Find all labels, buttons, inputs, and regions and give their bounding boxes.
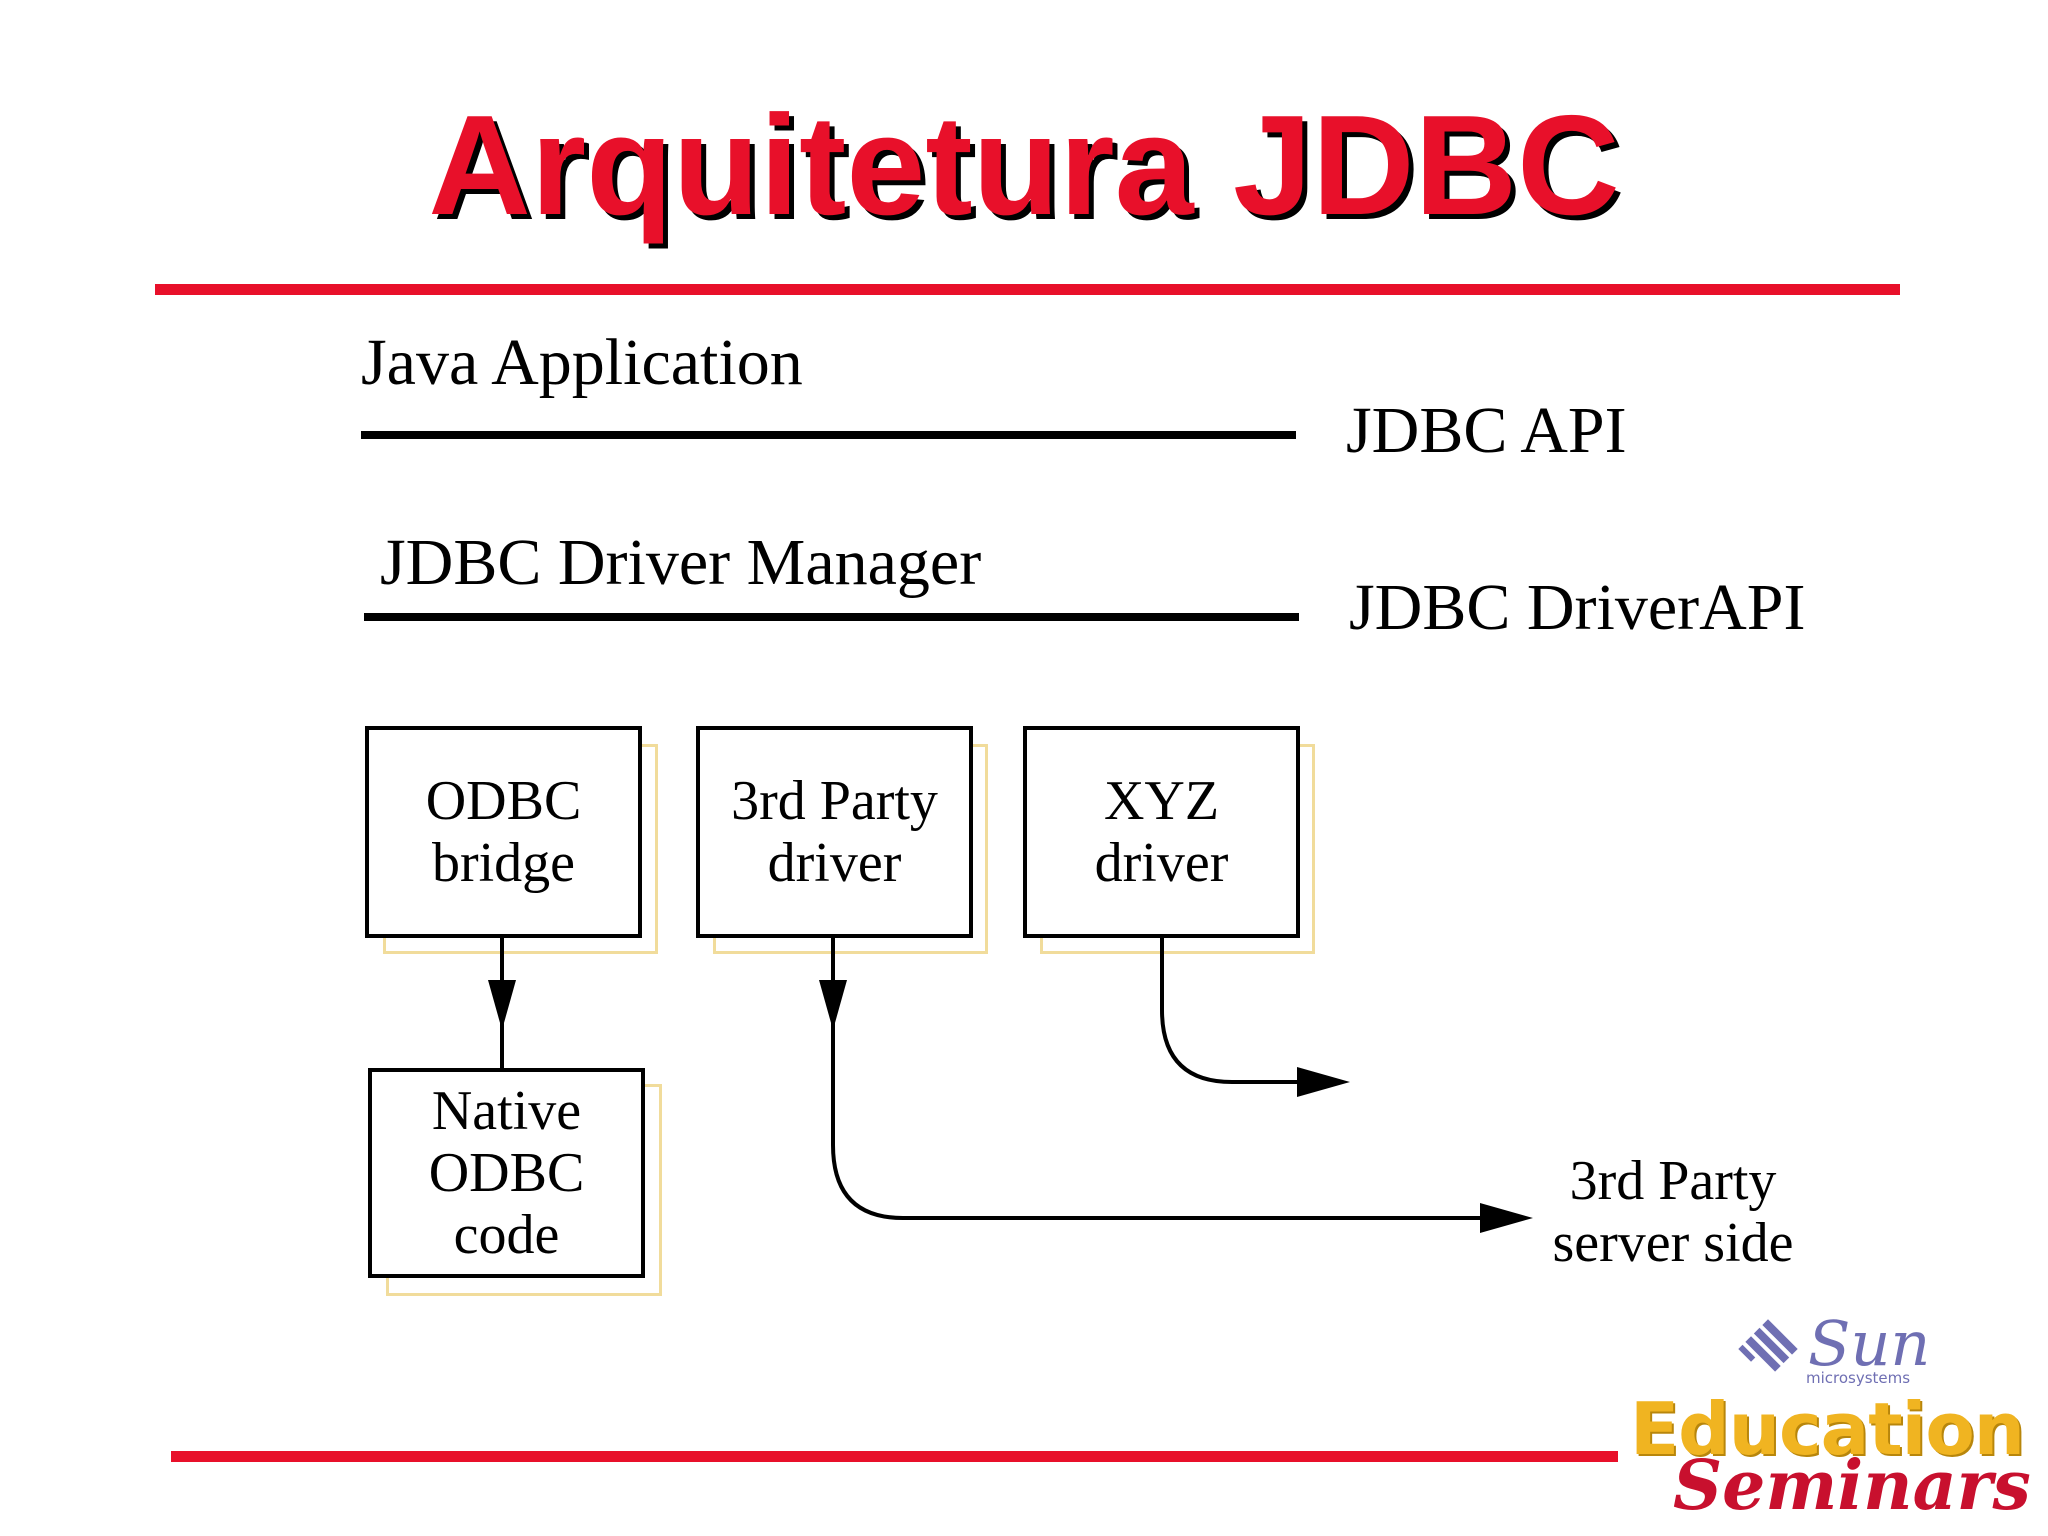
driver-down-arrowhead (819, 980, 847, 1030)
server-side-label: 3rd Party server side (1548, 1150, 1798, 1274)
xyz-driver-line2: driver (1094, 832, 1229, 894)
native-odbc-line2: ODBC (428, 1142, 585, 1204)
xyz-out-arrowhead (1297, 1067, 1350, 1097)
education-wordmark: Education (1630, 1387, 2025, 1471)
driver-manager-label: JDBC Driver Manager (380, 526, 982, 599)
driver-api-label: JDBC DriverAPI (1349, 571, 1806, 644)
sun-logo-icon (1738, 1319, 1798, 1372)
slide-title: Arquitetura JDBC (428, 86, 1620, 245)
microsystems-wordmark: microsystems (1806, 1369, 1911, 1387)
xyz-out-line (1160, 938, 1300, 1084)
native-odbc-code-box: Native ODBC code (368, 1068, 645, 1278)
native-odbc-line3: code (453, 1204, 560, 1266)
server-side-line2: server side (1552, 1212, 1794, 1274)
seminars-wordmark: Seminars (1673, 1446, 2031, 1526)
footer-rule (171, 1451, 1618, 1462)
title-underline (155, 284, 1900, 295)
odbc-bridge-box: ODBC bridge (365, 726, 642, 938)
server-side-line1: 3rd Party (1569, 1150, 1777, 1212)
java-application-label: Java Application (361, 326, 803, 399)
sun-wordmark: Sun (1808, 1307, 1931, 1380)
xyz-driver-box: XYZ driver (1023, 726, 1300, 938)
driver-to-server-line (831, 938, 1480, 1220)
driver-api-line (364, 613, 1299, 621)
odbc-bridge-line2: bridge (431, 832, 576, 894)
xyz-driver-line1: XYZ (1103, 770, 1220, 832)
third-party-driver-line2: driver (767, 832, 902, 894)
server-arrowhead (1480, 1203, 1533, 1233)
jdbc-api-line (361, 431, 1296, 439)
jdbc-api-label: JDBC API (1346, 394, 1627, 467)
third-party-driver-line1: 3rd Party (731, 770, 938, 832)
odbc-bridge-line1: ODBC (425, 770, 582, 832)
third-party-driver-box: 3rd Party driver (696, 726, 973, 938)
native-odbc-line1: Native (431, 1080, 582, 1142)
bridge-to-native-arrowhead (488, 980, 516, 1030)
